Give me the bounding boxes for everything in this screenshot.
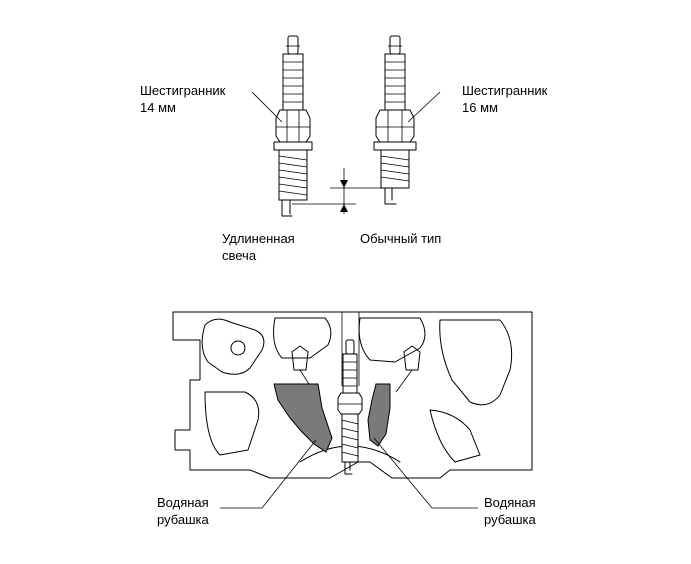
long-plug-label-line1: Удлиненная — [222, 231, 295, 246]
water-jacket-right-shape — [367, 383, 391, 447]
hex14-label-line2: 14 мм — [140, 100, 176, 115]
jacket-right-leader — [373, 437, 478, 509]
normal-type-label: Обычный тип — [360, 230, 441, 247]
hex16-label: Шестигранник 16 мм — [462, 82, 547, 116]
length-difference-dimension — [292, 168, 384, 214]
water-jacket-left-shape — [273, 383, 333, 453]
water-jacket-right-line1: Водяная — [484, 495, 536, 510]
long-plug-label-line2: свеча — [222, 248, 257, 263]
hex14-label: Шестигранник 14 мм — [140, 82, 225, 116]
normal-type-label-line1: Обычный тип — [360, 231, 442, 246]
long-spark-plug — [273, 35, 313, 217]
cylinder-head-section — [172, 311, 533, 479]
water-jacket-left-line1: Водяная — [157, 495, 209, 510]
installed-spark-plug — [337, 339, 363, 475]
hex16-leader — [407, 91, 441, 123]
water-jacket-right-label: Водяная рубашка — [484, 494, 536, 528]
jacket-left-leader — [220, 439, 317, 509]
long-plug-label: Удлиненная свеча — [222, 230, 295, 264]
hex14-leader — [251, 91, 283, 123]
hex16-label-line2: 16 мм — [462, 100, 498, 115]
normal-spark-plug — [373, 35, 417, 205]
hex14-label-line1: Шестигранник — [140, 83, 226, 98]
hex16-label-line1: Шестигранник — [462, 83, 548, 98]
water-jacket-left-label: Водяная рубашка — [157, 494, 209, 528]
water-jacket-right-line2: рубашка — [484, 512, 536, 527]
water-jacket-left-line2: рубашка — [157, 512, 209, 527]
